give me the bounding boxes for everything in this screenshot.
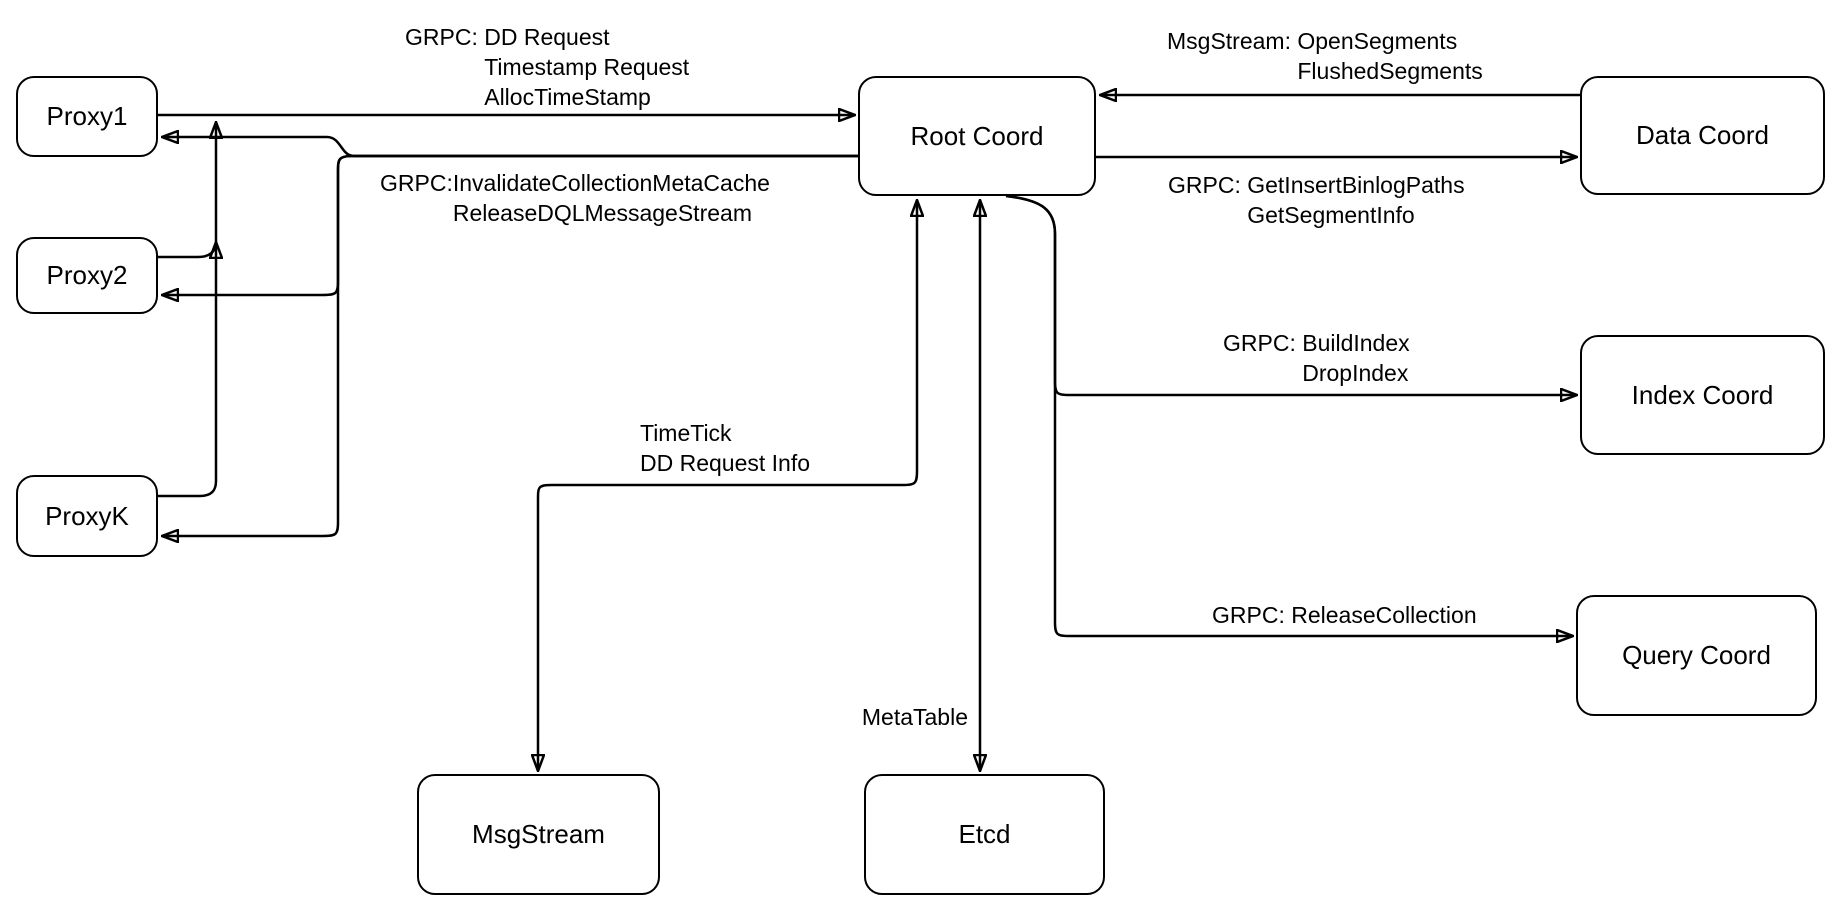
node-proxy2-label: Proxy2 xyxy=(46,260,128,290)
node-etcd: Etcd xyxy=(864,774,1105,895)
edge-label-build-index: GRPC: BuildIndex DropIndex xyxy=(1223,328,1410,388)
node-data-coord-label: Data Coord xyxy=(1636,120,1769,150)
edge-proxyk-merge-request xyxy=(158,122,216,498)
edge-label-proxy-request: GRPC: DD Request Timestamp Request Alloc… xyxy=(405,22,689,112)
edge-label-metatable-text: MetaTable xyxy=(861,704,968,730)
node-proxyk-label: ProxyK xyxy=(45,500,129,531)
edge-proxy2-merge-request xyxy=(158,242,216,257)
node-proxy1: Proxy1 xyxy=(16,76,158,157)
edge-label-binlog: GRPC: GetInsertBinlogPaths GetSegmentInf… xyxy=(1168,170,1465,230)
node-proxy1-label: Proxy1 xyxy=(46,101,128,131)
node-proxyk: ProxyK xyxy=(16,475,158,557)
node-root-coord-label: Root Coord xyxy=(910,120,1044,151)
edge-label-timetick: TimeTick DD Request Info xyxy=(640,418,810,478)
node-index-coord: Index Coord xyxy=(1580,335,1825,455)
edge-rootcoord-to-proxyk xyxy=(162,154,858,536)
edge-label-invalidate: GRPC: InvalidateCollectionMetaCache Rele… xyxy=(380,168,770,228)
edge-label-invalidate-lines: InvalidateCollectionMetaCache ReleaseDQL… xyxy=(452,170,770,226)
edge-label-segments-lines: OpenSegments FlushedSegments xyxy=(1297,28,1483,84)
edge-rootcoord-msgstream xyxy=(538,200,917,771)
edge-label-binlog-lines: GetInsertBinlogPaths GetSegmentInfo xyxy=(1247,172,1465,228)
edge-label-release-collection: GRPC: ReleaseCollection xyxy=(1212,602,1477,628)
node-query-coord: Query Coord xyxy=(1576,595,1817,716)
edge-label-proxy-request-lines: DD Request Timestamp Request AllocTimeSt… xyxy=(484,24,690,110)
edge-label-segments: MsgStream: OpenSegments FlushedSegments xyxy=(1167,26,1483,86)
edge-rootcoord-to-proxy1 xyxy=(162,137,858,158)
edge-label-build-index-prefix: GRPC: xyxy=(1223,330,1303,356)
node-index-coord-label: Index Coord xyxy=(1631,379,1774,410)
node-root-coord: Root Coord xyxy=(858,76,1096,196)
edge-label-proxy-request-prefix: GRPC: xyxy=(405,24,485,50)
node-msgstream: MsgStream xyxy=(417,774,660,895)
node-etcd-label: Etcd xyxy=(958,819,1011,849)
edge-label-binlog-prefix: GRPC: xyxy=(1168,172,1248,198)
node-proxy2: Proxy2 xyxy=(16,237,158,314)
node-data-coord: Data Coord xyxy=(1580,76,1825,195)
edge-rootcoord-to-querycoord xyxy=(1005,194,1573,636)
edge-label-invalidate-prefix: GRPC: xyxy=(380,170,453,196)
edge-label-build-index-lines: BuildIndex DropIndex xyxy=(1302,330,1410,386)
edge-label-metatable: MetaTable xyxy=(768,642,968,792)
edge-label-timetick-lines: TimeTick DD Request Info xyxy=(640,420,811,476)
edge-label-segments-prefix: MsgStream: xyxy=(1167,28,1298,54)
node-query-coord-label: Query Coord xyxy=(1622,640,1771,670)
node-msgstream-label: MsgStream xyxy=(472,819,605,849)
